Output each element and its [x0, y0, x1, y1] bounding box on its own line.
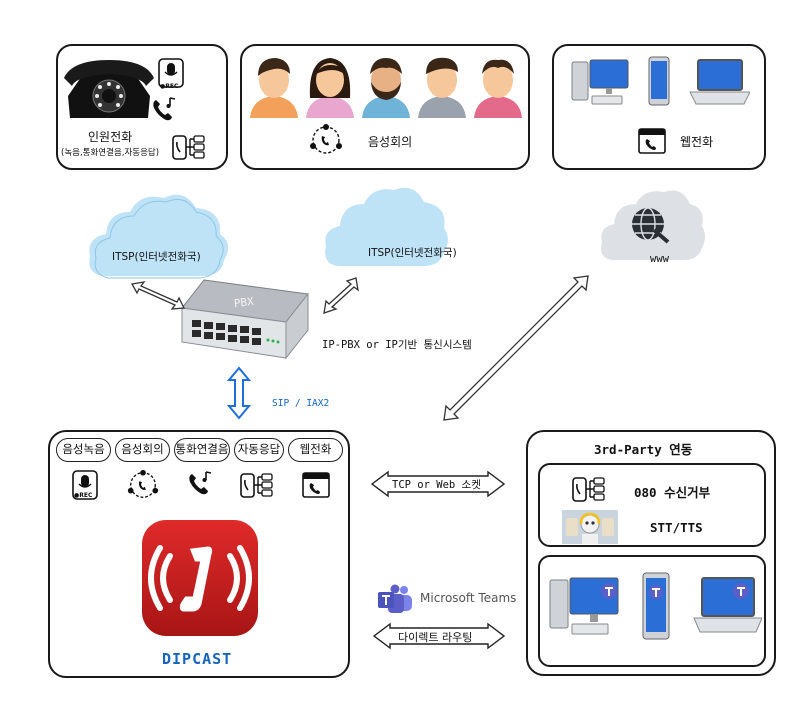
arrow-tcp-socket [370, 470, 506, 498]
stt-tts-label: STT/TTS [650, 520, 703, 535]
feature-pill-ringback: 통화연결음 [174, 438, 230, 462]
ivr-tree-icon [572, 477, 605, 502]
arrow-sip-iax [226, 366, 252, 420]
ringing-phone-icon [189, 471, 212, 495]
desktop-computer-icon [571, 59, 629, 105]
pbx-system-label: IP-PBX or IP기반 통신시스템 [322, 339, 472, 351]
feature-pill-conference: 음성회의 [115, 438, 170, 462]
laptop-icon [689, 59, 750, 105]
socket-label: TCP or Web 소켓 [392, 479, 481, 491]
laptop-teams-icon [693, 577, 762, 633]
conference-title: 음성회의 [368, 135, 413, 149]
conference-call-icon [127, 469, 159, 498]
smartphone-teams-icon [642, 572, 670, 640]
third-party-title: 3rd-Party 연동 [594, 442, 693, 457]
teams-logo-icon [378, 584, 412, 613]
smartphone-icon [648, 56, 670, 106]
ivr-tree-icon [172, 135, 205, 160]
web-phone-icon [302, 472, 330, 498]
recorder-icon [158, 58, 184, 88]
avatar-icon [474, 59, 522, 118]
phone-title: 인원전화 [88, 130, 133, 144]
feature-pill-webphone: 웹전화 [288, 438, 343, 462]
avatar-icon [250, 58, 298, 118]
conference-call-icon [310, 124, 342, 154]
dipcast-app-icon [142, 520, 258, 636]
rec-badge: ●REC [74, 492, 93, 499]
pbx-device-label: PBX [233, 295, 255, 310]
recorder-icon [72, 470, 98, 500]
arrow-www-dipcast [443, 275, 589, 421]
dipcast-name: DIPCAST [162, 650, 233, 668]
webphone-title: 웹전화 [680, 135, 714, 149]
desktop-teams-icon [549, 577, 619, 635]
cloud-middle-label: ITSP(인터넷전화국) [368, 247, 457, 259]
avatar-icon [418, 57, 466, 118]
avatar-icon [306, 58, 354, 118]
cloud-left-icon [89, 194, 229, 279]
ringing-phone-icon [153, 97, 176, 121]
rec-badge: ●REC [160, 83, 179, 90]
pbx-switch-icon: PBX [181, 279, 309, 360]
reject-080-label: 080 수신거부 [634, 485, 711, 500]
cloud-www-label: www [650, 253, 669, 265]
ivr-tree-icon [240, 473, 273, 498]
feature-pill-record: 음성녹음 [56, 438, 111, 462]
avatar-icon [362, 58, 410, 118]
desk-phone-icon [64, 60, 154, 118]
stt-tts-robot-icon [562, 510, 618, 544]
web-phone-icon [638, 128, 666, 154]
teams-label: Microsoft Teams [420, 591, 517, 605]
participants-group [250, 57, 522, 118]
routing-label: 다이렉트 라우팅 [398, 631, 473, 644]
cloud-middle-icon [325, 187, 448, 266]
arrow-cloud-left-pbx [130, 281, 186, 310]
cloud-left-label: ITSP(인터넷전화국) [112, 251, 201, 263]
feature-pill-autoreply: 자동응답 [234, 438, 284, 462]
cloud-www-icon [601, 190, 705, 260]
arrow-direct-routing [372, 622, 506, 650]
phone-subtitle: (녹음,통화연결음,자동응답) [61, 148, 160, 158]
sip-label: SIP / IAX2 [272, 398, 330, 409]
arrow-cloud-middle-pbx [323, 277, 359, 314]
